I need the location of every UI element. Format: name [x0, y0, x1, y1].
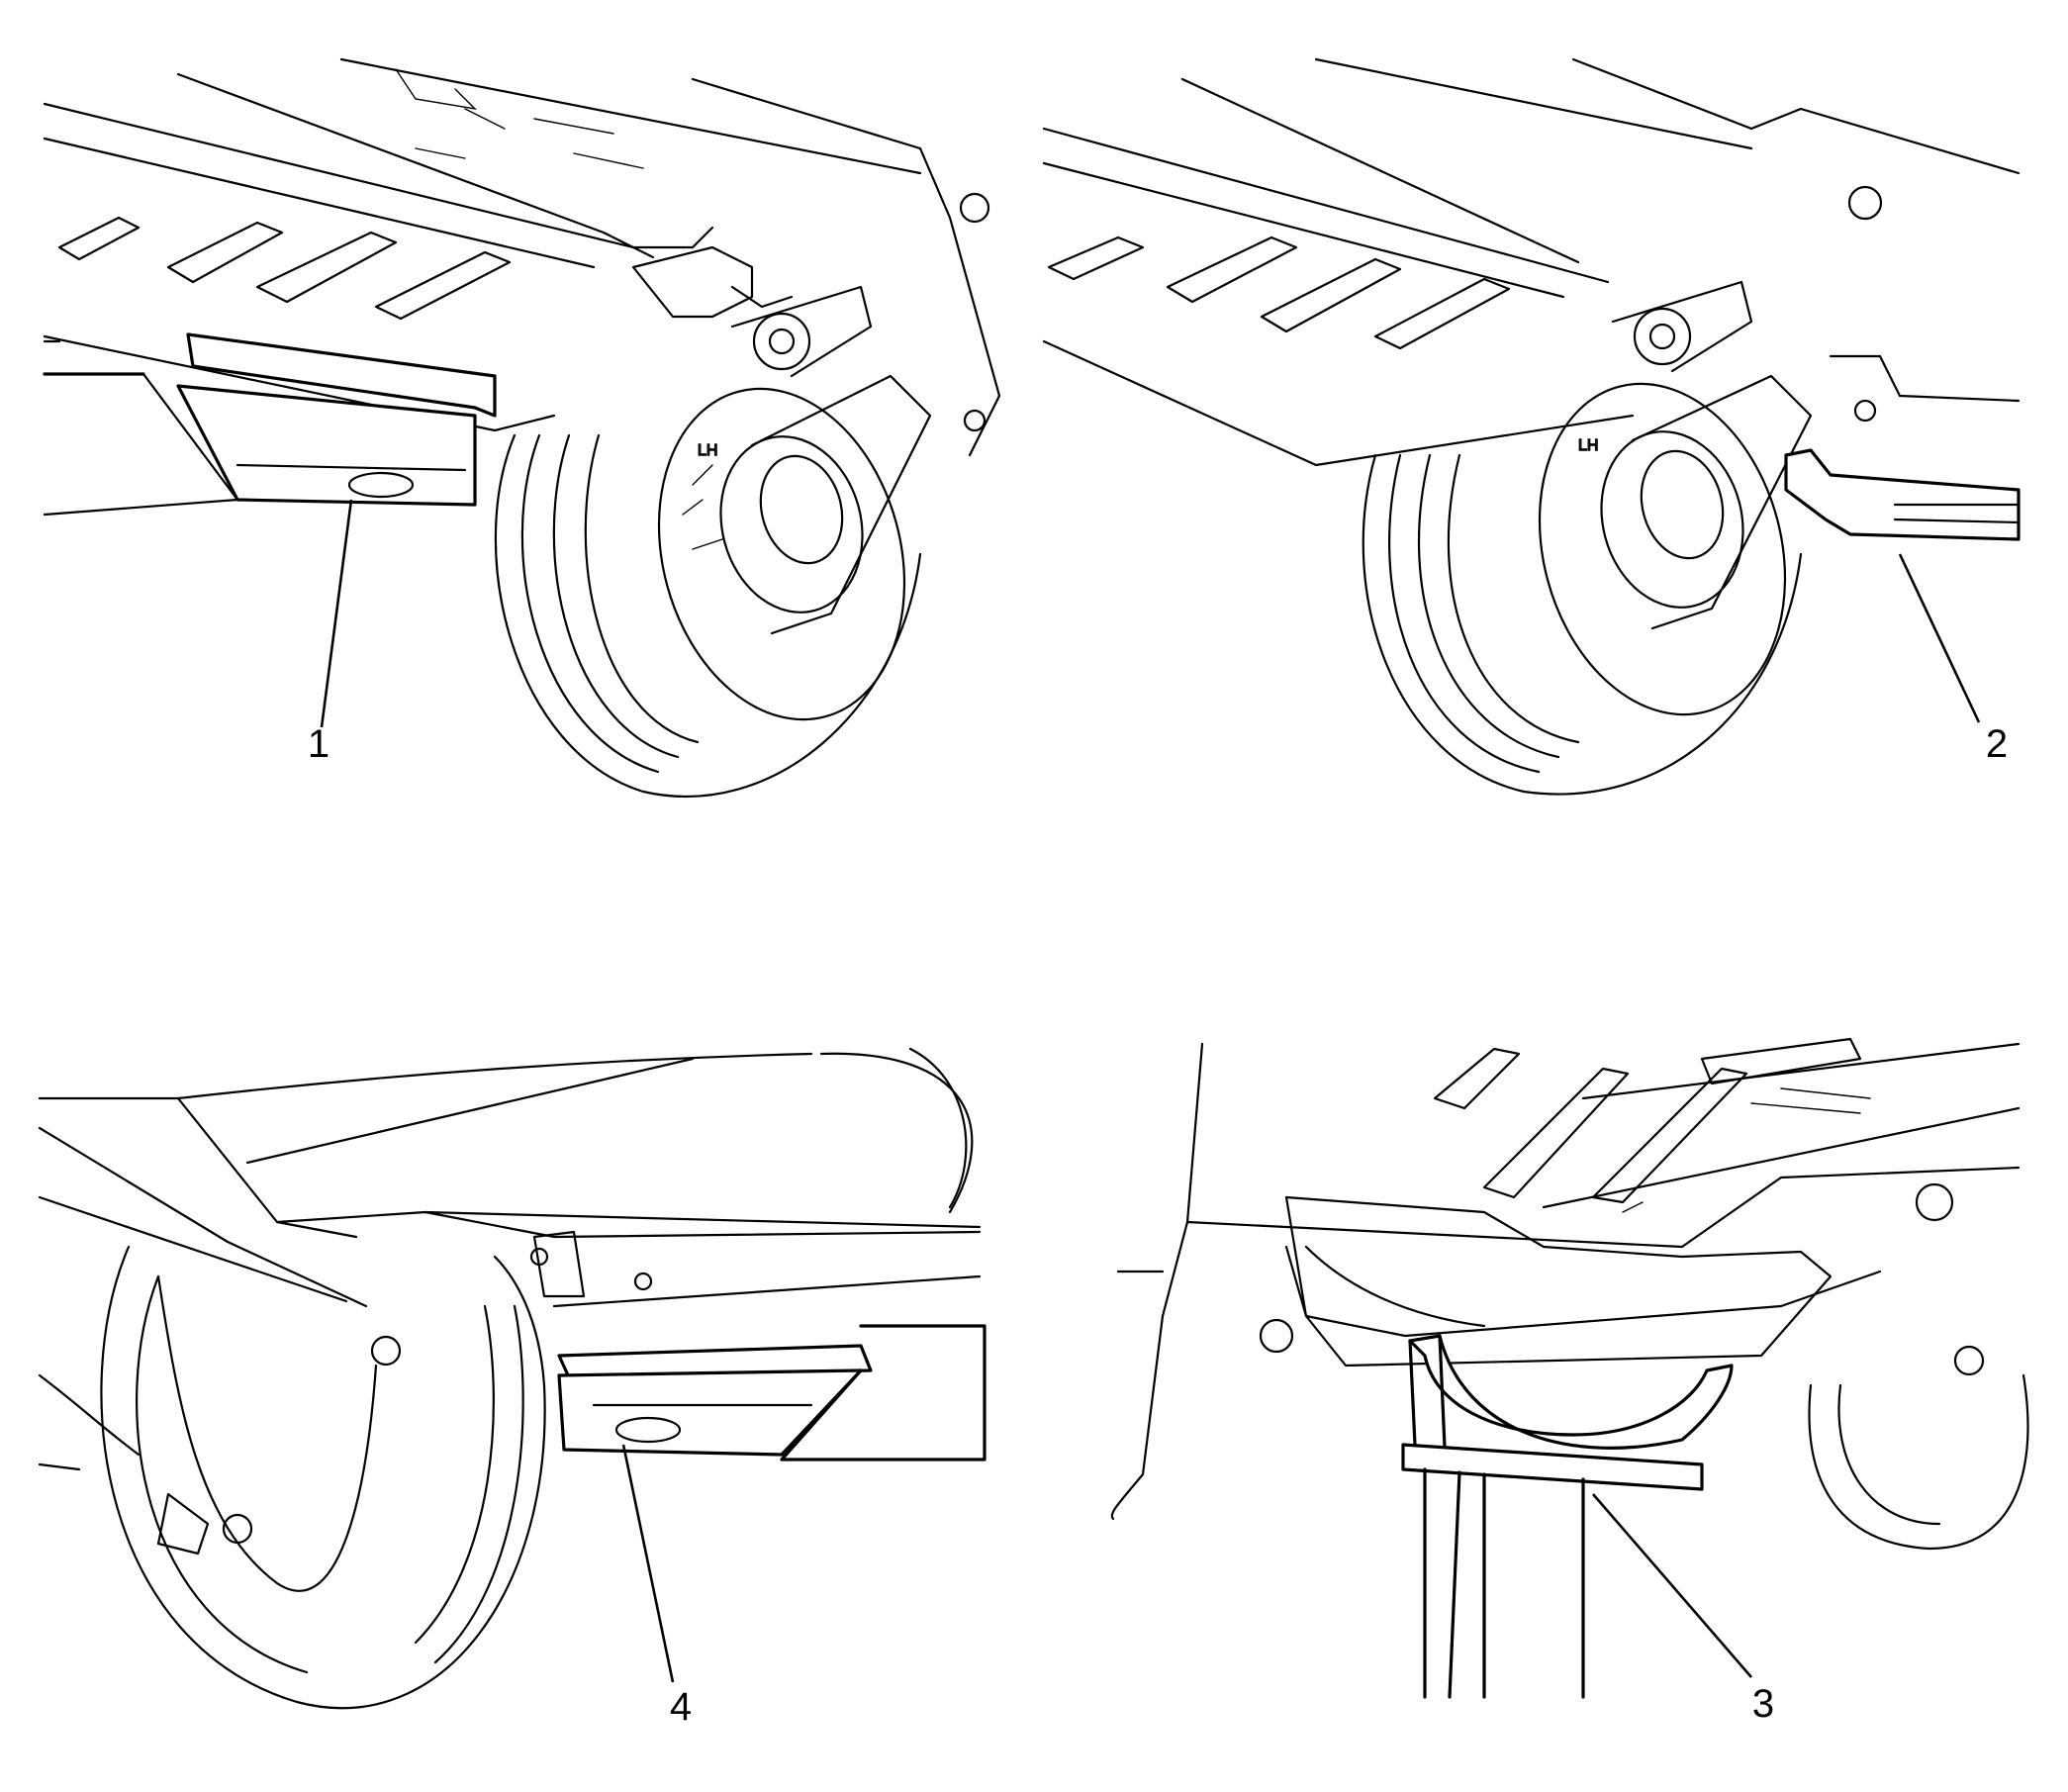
hub-marking-top-left: LH	[698, 442, 717, 459]
callout-number-4: 4	[670, 1685, 692, 1729]
callout-number-2: 2	[1986, 722, 2008, 766]
callout-leader-4	[621, 1444, 675, 1683]
panel-bottom-left-rear-lift-point	[38, 1047, 987, 1710]
panel-bottom-right-jack-stand	[1110, 1037, 2029, 1699]
callout-leader-3	[1592, 1493, 1752, 1678]
hub-marking-top-right: LH	[1578, 437, 1598, 454]
panel-top-left-front-lift-point: LH	[43, 57, 1001, 798]
panel-top-right-rear-lift-point: LH	[1042, 57, 2021, 796]
callout-leader-2	[1898, 553, 1981, 723]
callout-number-3: 3	[1752, 1682, 1774, 1726]
callout-leader-1	[320, 499, 353, 728]
callout-number-1: 1	[308, 722, 329, 766]
